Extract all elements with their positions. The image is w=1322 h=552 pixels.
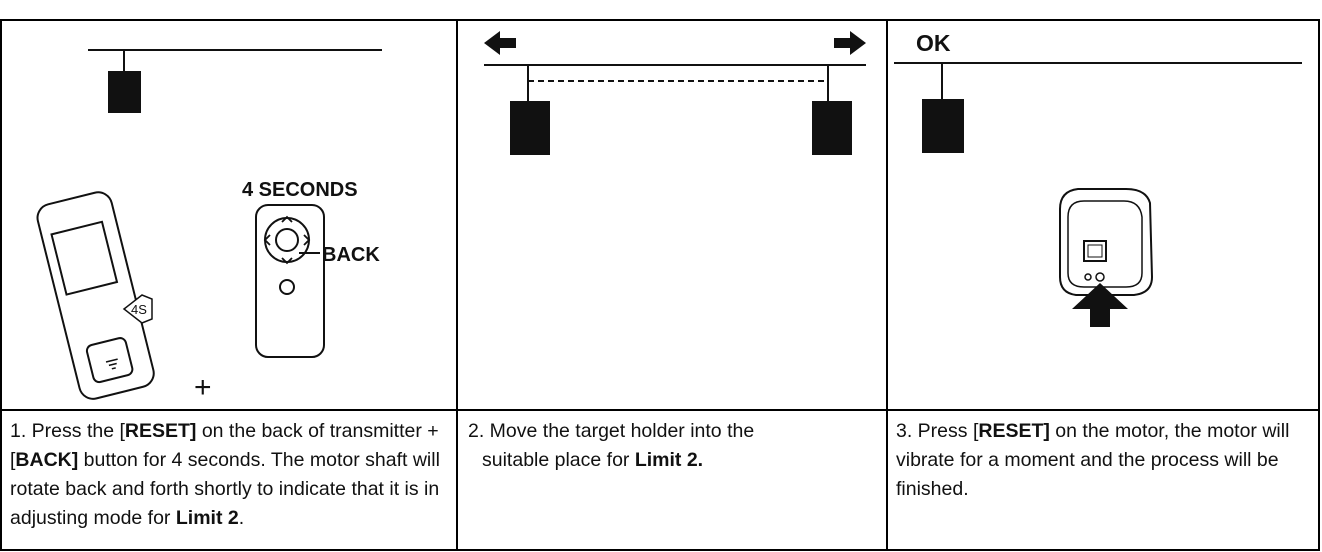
plus-sign: + xyxy=(194,371,212,404)
target-holder-end xyxy=(812,101,852,155)
remote-control-icon xyxy=(36,191,155,400)
left-arrow-icon xyxy=(484,31,516,55)
panel-2-description: 2. Move the target holder into the suita… xyxy=(458,411,888,551)
svg-text:4S: 4S xyxy=(131,302,147,317)
back-label: BACK xyxy=(322,244,380,266)
ok-label: OK xyxy=(916,30,951,56)
panel-2-illustration xyxy=(458,21,888,411)
right-arrow-icon xyxy=(834,31,866,55)
text-segment: 3. Press [ xyxy=(896,420,979,442)
motor-icon xyxy=(1059,188,1154,296)
text-segment: suitable place for xyxy=(482,449,635,471)
up-arrow-icon xyxy=(1072,283,1128,327)
panel-3-illustration: OK xyxy=(888,21,1320,411)
limit-keyword: Limit 2. xyxy=(634,449,704,471)
instruction-table: 4S + 4 SECONDS BACK xyxy=(0,19,1320,551)
seconds-label: 4 SECONDS xyxy=(242,179,358,201)
text-line: suitable place for Limit 2. xyxy=(468,446,878,475)
panel-1-description: 1. Press the [RESET] on the back of tran… xyxy=(2,411,458,551)
reset-keyword: RESET] xyxy=(124,420,197,442)
text-segment: on the back of transmitter + [ xyxy=(10,420,439,471)
panel-1-illustration: 4S + 4 SECONDS BACK xyxy=(2,21,458,411)
clipped-heading-strip xyxy=(0,0,1322,18)
panel-2-figure xyxy=(484,31,866,155)
target-holder xyxy=(922,99,964,153)
transmitter-icon xyxy=(255,204,325,358)
panel-3-description: 3. Press [RESET] on the motor, the motor… xyxy=(888,411,1320,551)
target-holder xyxy=(108,71,141,113)
reset-keyword: RESET] xyxy=(978,420,1050,442)
text-segment: button for 4 seconds. The motor shaft wi… xyxy=(10,449,440,529)
text-segment: . xyxy=(238,507,245,529)
text-segment: on the motor, the motor will vibrate for… xyxy=(896,420,1290,500)
target-holder-start xyxy=(510,101,550,155)
text-segment: 1. Press the [ xyxy=(10,420,125,442)
text-line: 2. Move the target holder into the xyxy=(468,420,755,442)
limit-keyword: Limit 2 xyxy=(175,507,239,529)
remote-badge: 4S xyxy=(122,294,153,324)
panel-3-figure: OK xyxy=(894,30,1302,327)
back-keyword: BACK] xyxy=(15,449,79,471)
panel-1-figure: 4S + 4 SECONDS BACK xyxy=(36,49,382,404)
